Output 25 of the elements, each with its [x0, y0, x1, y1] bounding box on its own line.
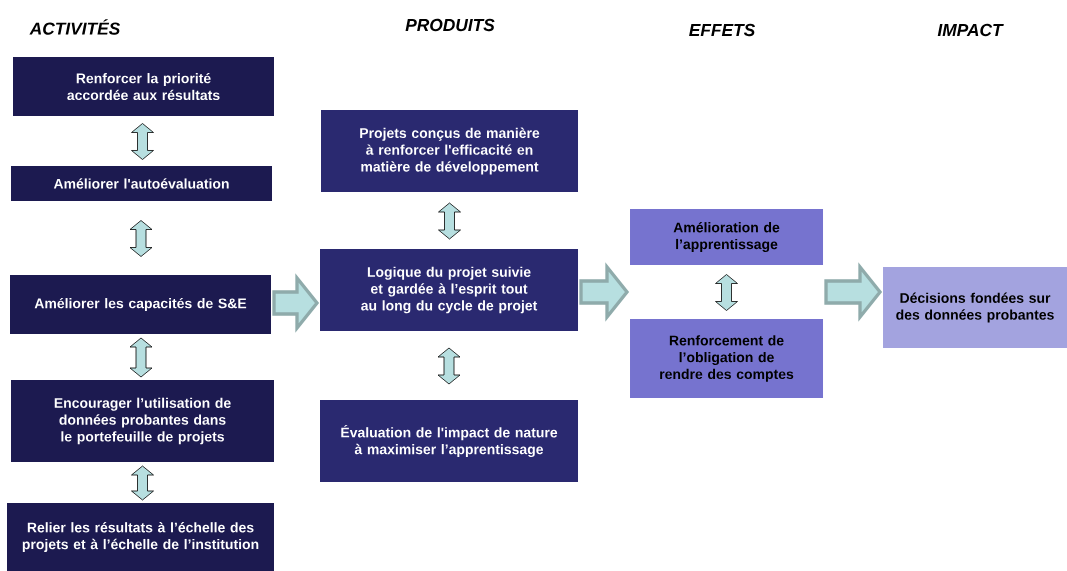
text-box: Décisions fondées sur des données probantes	[883, 267, 1067, 348]
double-arrow	[131, 123, 154, 160]
block-arrow	[824, 262, 883, 322]
text-box: Projets conçus de manière à renforcer l'efficacité en matière de développement	[321, 110, 578, 192]
double-arrow	[437, 347, 461, 385]
block-arrow	[272, 273, 320, 333]
double-arrow	[715, 274, 738, 311]
double-arrow	[129, 337, 153, 378]
column-heading: PRODUITS	[405, 18, 495, 32]
column-heading: IMPACT	[937, 23, 1004, 37]
text-box: Relier les résultats à l’échelle des projets et à l’échelle de l’institution	[7, 503, 274, 571]
text-box: Évaluation de l'impact de nature à maximiser l’apprentissage	[320, 400, 578, 482]
column-heading: ACTIVITÉS	[29, 19, 121, 35]
text-box: Encourager l’utilisation de données probantes dans le portefeuille de projets	[11, 380, 274, 462]
text-box: Améliorer les capacités de S&E	[10, 275, 271, 334]
double-arrow	[129, 220, 153, 257]
column-heading: EFFETS	[689, 23, 756, 37]
text-box: Renforcement de l’obligation de rendre des comptes	[630, 319, 823, 398]
double-arrow	[438, 202, 461, 240]
text-box: Amélioration de l’apprentissage	[630, 209, 823, 265]
text-box: Logique du projet suivie et gardée à l’esprit tout au long du cycle de projet	[320, 249, 578, 331]
double-arrow	[131, 465, 154, 501]
block-arrow	[579, 262, 630, 322]
text-box: Améliorer l'autoévaluation	[11, 166, 272, 201]
text-box: Renforcer la priorité accordée aux résultats	[13, 57, 274, 116]
